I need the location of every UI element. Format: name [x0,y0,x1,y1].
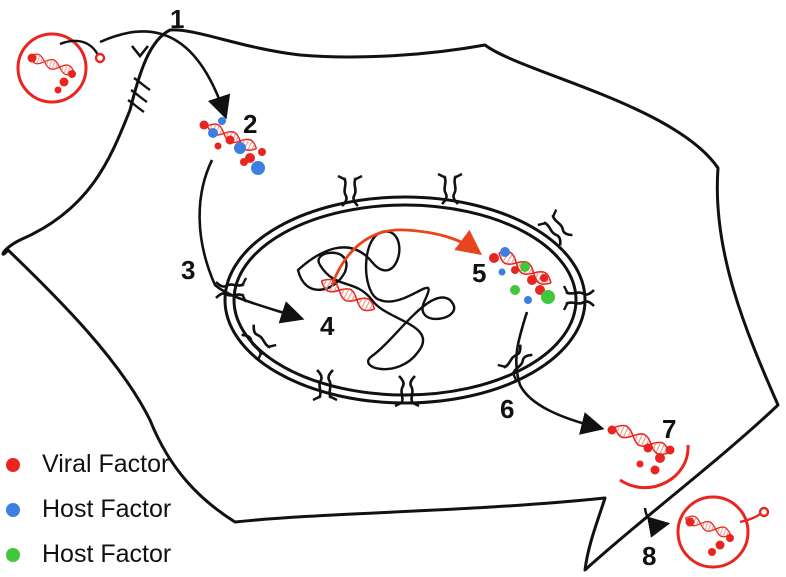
nuclear-envelope-inner [232,203,578,397]
step-label-6: 6 [500,394,514,424]
arrow-entry [99,30,231,120]
arrow-export [514,311,605,435]
legend-swatch-red [6,457,20,472]
step-label-7: 7 [662,414,676,444]
legend-label: Host Factor [42,495,172,523]
step-label-8: 8 [642,541,656,571]
arrow-transcription [330,228,483,286]
host-chromatin [296,230,456,371]
legend-item-host-factor-green: Host Factor [6,532,171,577]
step-label-1: 1 [170,4,184,34]
legend-item-viral-factor: Viral Factor [6,442,171,487]
step-label-4: 4 [320,311,335,341]
arrow-release [643,507,671,538]
step-label-3: 3 [181,255,195,285]
complex-uncoating [199,117,266,175]
legend-swatch-blue [6,502,20,517]
step-label-5: 5 [472,258,486,288]
membrane-receptor [127,45,151,113]
cell-membrane [1,28,780,572]
legend-label: Host Factor [42,540,172,568]
legend: Viral Factor Host Factor Host Factor [6,442,171,577]
step-label-2: 2 [243,109,257,139]
arrow-to-nucleus [198,159,305,324]
complex-replication [489,247,555,304]
legend-label: Viral Factor [42,450,170,478]
legend-swatch-green [6,547,20,562]
nuclear-envelope-outer [223,195,587,405]
legend-item-host-factor-blue: Host Factor [6,487,171,532]
virion-entering [16,32,106,104]
virion-released [676,495,770,569]
virion-budding [607,421,690,490]
